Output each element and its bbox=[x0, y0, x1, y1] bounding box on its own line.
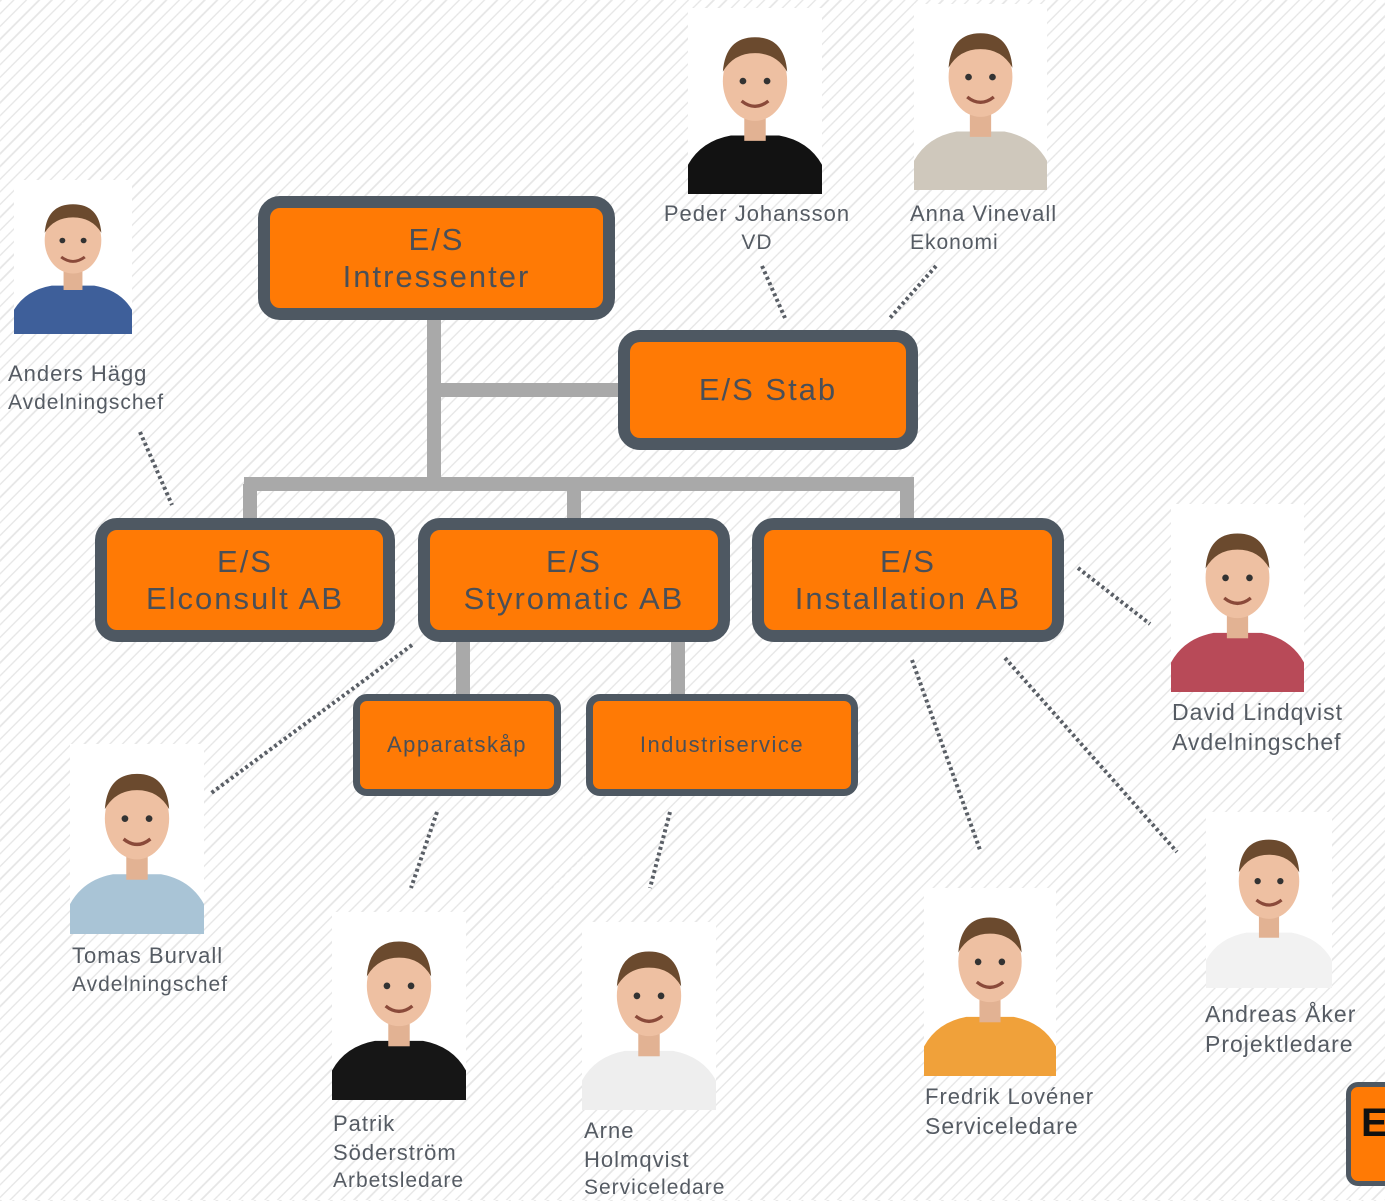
label-peder: Peder Johansson VD bbox=[641, 200, 873, 256]
box-styromatic-line1: E/S bbox=[546, 543, 602, 579]
photo-patrik bbox=[332, 912, 466, 1100]
person-role: Avdelningschef bbox=[8, 390, 165, 414]
box-installation-line2: Installation AB bbox=[794, 581, 1022, 616]
photo-anders bbox=[14, 180, 132, 334]
label-tomas: Tomas Burvall Avdelningschef bbox=[72, 942, 228, 998]
box-apparatskap-label: Apparatskåp bbox=[386, 731, 528, 757]
person-role: Ekonomi bbox=[910, 230, 999, 254]
box-installation-line1: E/S bbox=[880, 543, 936, 579]
photo-david bbox=[1171, 504, 1304, 692]
photo-arne bbox=[582, 922, 716, 1110]
label-arne: Arne Holmqvist Serviceledare bbox=[584, 1117, 725, 1201]
logo-letter: E bbox=[1361, 1101, 1385, 1145]
label-fredrik: Fredrik Lovéner Serviceledare bbox=[925, 1083, 1094, 1141]
person-role: VD bbox=[741, 230, 773, 254]
box-stab-label: E/S Stab bbox=[698, 372, 838, 408]
person-role: Avdelningschef bbox=[1172, 728, 1342, 755]
person-name-line1: Patrik bbox=[333, 1111, 396, 1136]
person-role: Avdelningschef bbox=[72, 972, 229, 996]
box-elconsult-line2: Elconsult AB bbox=[145, 581, 345, 616]
person-name: Andreas Åker bbox=[1205, 1001, 1357, 1027]
person-name: Fredrik Lovéner bbox=[925, 1084, 1095, 1109]
photo-tomas bbox=[70, 744, 204, 934]
photo-fredrik bbox=[924, 888, 1056, 1076]
label-patrik: Patrik Söderström Arbetsledare bbox=[333, 1110, 464, 1194]
person-role: Serviceledare bbox=[584, 1176, 726, 1200]
person-role: Projektledare bbox=[1205, 1030, 1354, 1057]
person-name: Anders Hägg bbox=[8, 361, 148, 386]
person-name-line1: Arne bbox=[584, 1118, 635, 1143]
box-elconsult: E/S Elconsult AB bbox=[95, 518, 395, 642]
org-connectors bbox=[243, 318, 914, 697]
person-name-line2: Holmqvist bbox=[584, 1146, 690, 1172]
box-styromatic: E/S Styromatic AB bbox=[418, 518, 730, 642]
box-elconsult-line1: E/S bbox=[217, 543, 273, 579]
person-name: David Lindqvist bbox=[1172, 699, 1343, 725]
box-stab: E/S Stab bbox=[618, 330, 918, 450]
person-role: Serviceledare bbox=[925, 1112, 1079, 1139]
box-intressenter-line1: E/S bbox=[408, 221, 465, 257]
label-anna: Anna Vinevall Ekonomi bbox=[910, 200, 1057, 256]
dotted-connectors bbox=[138, 264, 1179, 889]
label-andreas: Andreas Åker Projektledare bbox=[1205, 1000, 1356, 1060]
person-name: Peder Johansson bbox=[663, 201, 851, 226]
person-name-line2: Söderström bbox=[333, 1139, 457, 1165]
box-industriservice: Industriservice bbox=[586, 694, 858, 796]
company-logo: E bbox=[1346, 1082, 1385, 1186]
box-installation: E/S Installation AB bbox=[752, 518, 1064, 642]
label-david: David Lindqvist Avdelningschef bbox=[1172, 698, 1343, 758]
box-intressenter: E/S Intressenter bbox=[258, 196, 615, 320]
person-role: Arbetsledare bbox=[333, 1169, 465, 1193]
box-intressenter-line2: Intressenter bbox=[342, 259, 531, 294]
photo-anna bbox=[914, 4, 1047, 190]
person-name: Tomas Burvall bbox=[72, 943, 224, 968]
box-industriservice-label: Industriservice bbox=[639, 731, 805, 757]
box-apparatskap: Apparatskåp bbox=[353, 694, 561, 796]
box-styromatic-line2: Styromatic AB bbox=[463, 581, 685, 616]
label-anders: Anders Hägg Avdelningschef bbox=[8, 360, 164, 416]
photo-andreas bbox=[1206, 812, 1332, 988]
person-name: Anna Vinevall bbox=[910, 201, 1058, 226]
photo-peder bbox=[688, 8, 822, 194]
